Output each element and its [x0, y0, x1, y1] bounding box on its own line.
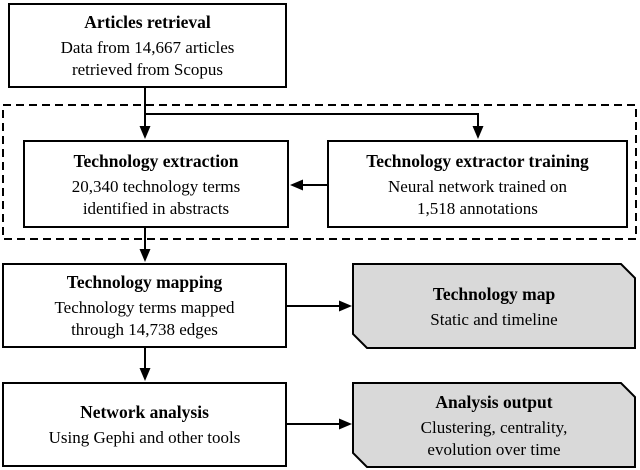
node-text-line: Using Gephi and other tools — [48, 428, 241, 447]
arrow-mapping-to-analysis — [139, 348, 151, 381]
node-title: Technology mapping — [66, 272, 223, 292]
node-network-analysis: Network analysis Using Gephi and other t… — [2, 382, 287, 467]
node-analysis-output: Analysis output Clustering, centrality, … — [352, 382, 636, 468]
node-text-line: Data from 14,667 articles — [60, 38, 235, 57]
node-text-line: Static and timeline — [430, 309, 558, 329]
arrow-analysis-to-output — [287, 418, 352, 430]
node-title: Network analysis — [80, 402, 209, 422]
node-title: Technology map — [432, 283, 556, 304]
node-title: Analysis output — [435, 391, 553, 412]
beveled-output-shape — [352, 263, 636, 349]
arrow-training-to-extraction — [290, 179, 327, 191]
node-text-line: retrieved from Scopus — [71, 60, 224, 79]
node-text-line: Neural network trained on — [388, 176, 567, 196]
node-text-line: Technology terms mapped — [54, 298, 235, 317]
node-text-line: evolution over time — [427, 439, 561, 459]
node-technology-mapping: Technology mapping Technology terms mapp… — [2, 263, 287, 348]
node-text-line: 1,518 annotations — [417, 198, 538, 218]
arrow-retrieval-to-training — [145, 113, 484, 139]
node-text-line: identified in abstracts — [82, 198, 230, 218]
node-technology-extraction: Technology extraction 20,340 technology … — [23, 140, 289, 228]
node-text-line: Clustering, centrality, — [420, 417, 568, 437]
node-technology-map: Technology map Static and timeline — [352, 263, 636, 349]
node-text-line: through 14,738 edges — [71, 320, 218, 339]
node-text-line: 20,340 technology terms — [71, 176, 241, 196]
node-articles-retrieval: Articles retrieval Data from 14,667 arti… — [8, 3, 287, 88]
node-extractor-training: Technology extractor training Neural net… — [327, 140, 628, 228]
beveled-output-shape — [352, 382, 636, 468]
arrow-retrieval-to-extraction — [139, 87, 151, 139]
arrow-extraction-to-mapping — [139, 228, 151, 262]
arrow-mapping-to-map — [287, 300, 352, 312]
node-title: Technology extraction — [73, 150, 239, 171]
node-title: Technology extractor training — [366, 150, 589, 171]
node-title: Articles retrieval — [84, 12, 211, 32]
